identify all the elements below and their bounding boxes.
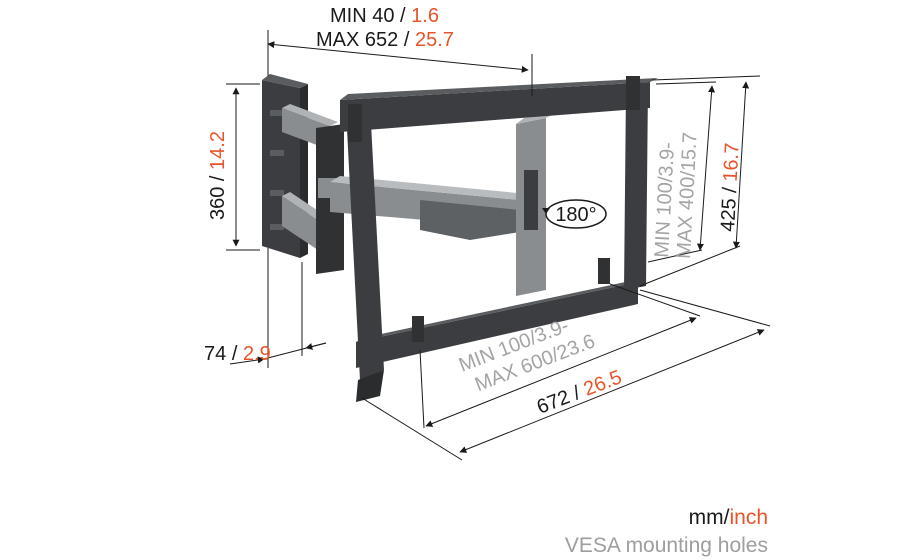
frame-width-inch: 26.5	[581, 366, 625, 400]
wall-depth-mm: 74	[204, 343, 226, 365]
arm-extension-label: MIN 40 / 1.6 MAX 652 / 25.7	[316, 5, 454, 51]
dimension-lines	[226, 30, 771, 461]
frame-width-label: 672 / 26.5	[534, 366, 625, 418]
plate-height-inch: 14.2	[207, 131, 229, 170]
frame-height-inch: 16.7	[720, 142, 744, 182]
svg-text:672 / 26.5: 672 / 26.5	[534, 366, 625, 418]
unit-legend-mm: mm/	[688, 506, 730, 529]
arm-min-label: MIN	[330, 5, 367, 27]
arm-min-mm: 40	[372, 5, 394, 27]
svg-text:MIN 40 /: MIN 40 / 1.6	[330, 5, 439, 27]
unit-legend-inch: inch	[729, 506, 768, 529]
articulating-arms	[282, 104, 554, 296]
svg-text:360 / 14.2: 360 / 14.2	[207, 131, 229, 220]
svg-text:MAX 652 /: MAX 652 / 25.7	[316, 29, 454, 51]
vesa-caption: VESA mounting holes	[564, 534, 768, 557]
frame-height-label: 425 / 16.7	[717, 142, 744, 232]
frame-width-mm: 672	[534, 386, 573, 418]
plate-height-mm: 360	[207, 187, 229, 220]
svg-text:74 / 2.9: 74 / 2.9	[204, 343, 271, 365]
svg-text:425 / 16.7: 425 / 16.7	[717, 142, 744, 232]
vesa-vertical-label: MIN 100/3.9- MAX 400/15.7	[651, 132, 702, 260]
wall-depth-inch: 2.9	[243, 343, 271, 365]
rotation-label: 180°	[555, 204, 596, 226]
arm-max-label: MAX	[316, 29, 359, 51]
rotation-indicator: 180°	[542, 199, 607, 229]
arm-min-inch: 1.6	[411, 5, 439, 27]
wall-plate-height-label: 360 / 14.2	[207, 131, 229, 220]
unit-legend: mm/inch	[689, 506, 768, 530]
wall-depth-label: 74 / 2.9	[204, 343, 271, 365]
frame-height-mm: 425	[717, 198, 741, 232]
arm-max-inch: 25.7	[415, 29, 454, 51]
arm-max-mm: 652	[365, 29, 398, 51]
